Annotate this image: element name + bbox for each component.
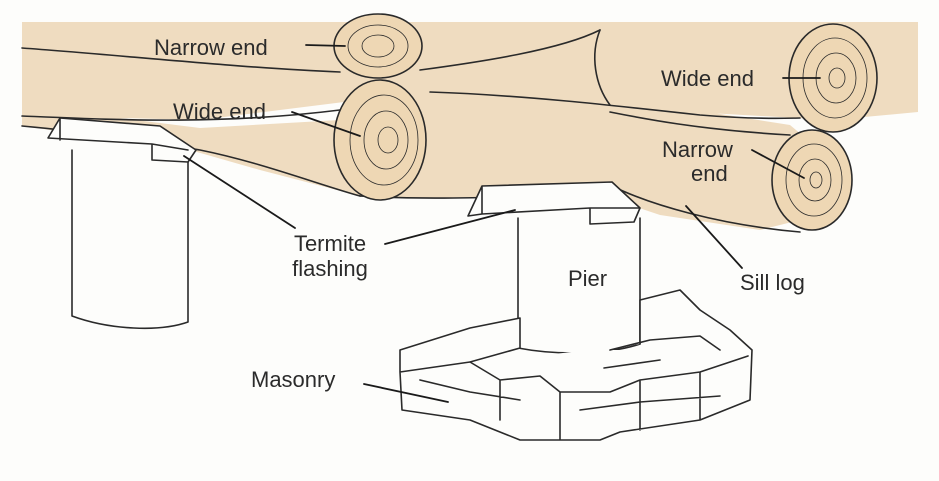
- leader-wide-end-left: [291, 111, 361, 137]
- sill-log-body: [340, 70, 820, 230]
- label-masonry: Masonry: [251, 367, 336, 392]
- label-narrow-end-right-line2: end: [691, 161, 728, 186]
- leader-masonry: [363, 383, 449, 403]
- upper-log-bottom-line: [21, 47, 341, 73]
- left-pier: [71, 149, 189, 329]
- label-pier: Pier: [568, 266, 608, 291]
- narrow-end-right-log: [771, 129, 853, 231]
- left-termite-flashing: [47, 117, 197, 163]
- leader-sill-log: [685, 205, 743, 269]
- middle-log-top-edge: [429, 91, 801, 120]
- label-narrow-end-right-line1: Narrow: [662, 137, 733, 162]
- upper-log-seam: [419, 29, 601, 71]
- center-termite-flashing: [467, 181, 641, 225]
- sill-log-bottom-edge: [609, 184, 801, 233]
- leader-termite-flashing-right: [384, 209, 516, 245]
- label-narrow-end-top: Narrow end: [154, 35, 268, 60]
- label-wide-end-left: Wide end: [173, 99, 266, 124]
- label-termite-flashing-line2: flashing: [292, 256, 368, 281]
- leader-narrow-end-top: [305, 44, 346, 47]
- narrow-end-top-log: [333, 13, 423, 79]
- label-termite-flashing-line1: Termite: [293, 231, 367, 256]
- middle-log-seam: [594, 29, 611, 106]
- label-sill-log: Sill log: [740, 270, 805, 295]
- leader-narrow-end-right: [751, 149, 805, 179]
- leader-termite-flashing-left: [183, 155, 296, 229]
- upper-log-band: [22, 22, 918, 120]
- masonry: [399, 289, 753, 441]
- label-wide-end-right: Wide end: [661, 66, 754, 91]
- wide-end-center-log: [333, 79, 427, 201]
- sill-log-top-edge: [609, 111, 791, 136]
